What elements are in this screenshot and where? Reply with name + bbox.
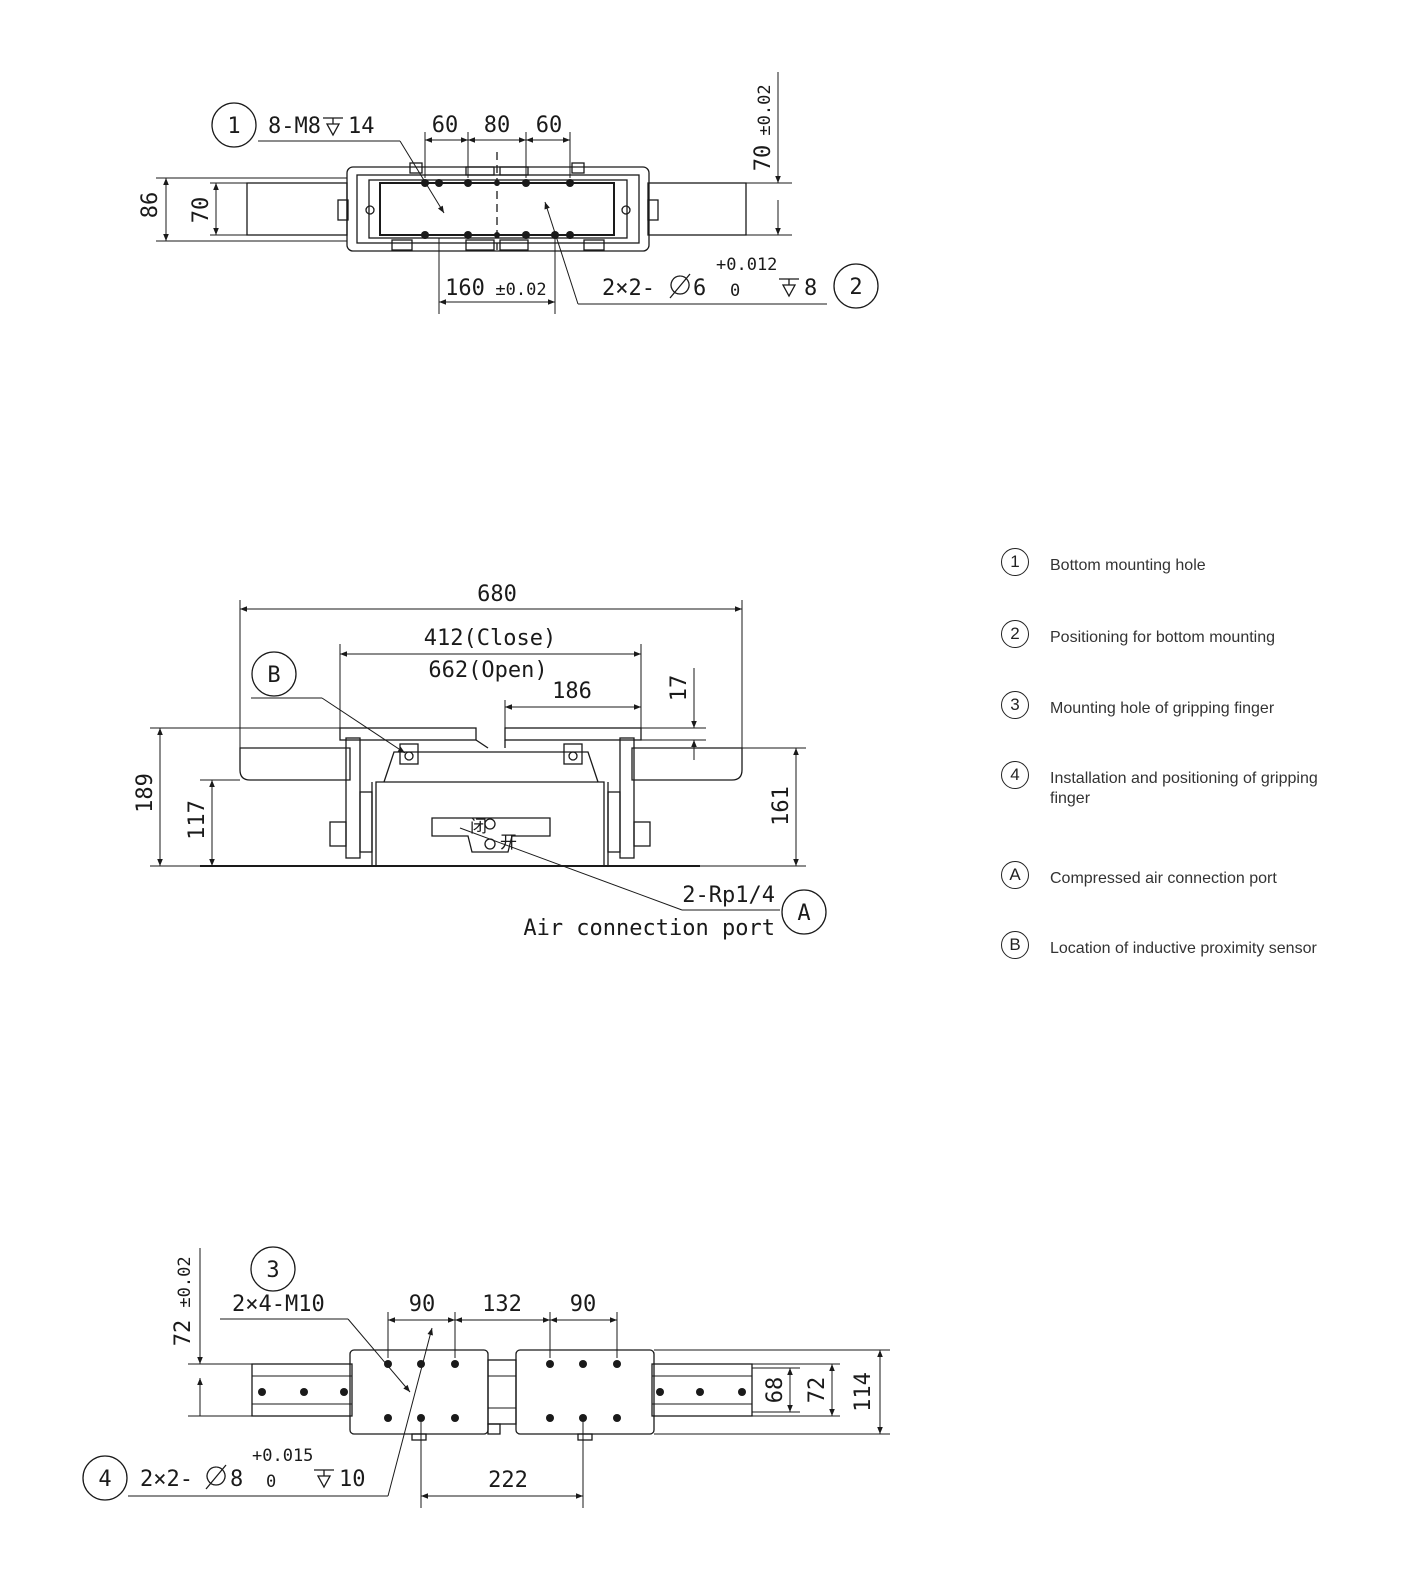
dim-160: 160 (445, 276, 485, 301)
port-char-close: 闭 (470, 817, 487, 837)
dim-close: 412(Close) (424, 626, 556, 651)
top-view: 1 8-M8 14 60 80 60 86 70 70 ±0.02 (138, 72, 879, 314)
top-pos-dia: 6 (693, 276, 706, 301)
legend-text: Compressed air connection port (1050, 870, 1277, 887)
dim-70-right: 70 (751, 145, 776, 172)
port-char-open: 开 (500, 833, 517, 853)
dim-90-right: 90 (570, 1292, 597, 1317)
bottom-pos-dia: 8 (230, 1467, 243, 1492)
dim-222: 222 (488, 1468, 528, 1493)
port-label: Air connection port (523, 916, 775, 941)
dim-114: 114 (851, 1372, 876, 1412)
depth-symbol (779, 278, 799, 298)
legend-marker: 1 (1001, 548, 1029, 576)
dim-90-left: 90 (409, 1292, 436, 1317)
front-view: 闭 开 680 412(Close) 662(Open) 186 17 189 … (133, 582, 827, 941)
top-pos-prefix: 2×2- (602, 276, 655, 301)
dim-680: 680 (477, 582, 517, 607)
callout-4-marker: 4 (98, 1467, 111, 1492)
dim-86: 86 (138, 192, 163, 219)
legend-marker: A (1001, 861, 1029, 889)
dim-17: 17 (667, 675, 692, 702)
dim-80: 80 (484, 113, 511, 138)
dim-70-right-tol: ±0.02 (755, 84, 775, 135)
bottom-hole-spec: 2×4-M10 (232, 1292, 325, 1317)
bottom-view: 90 132 90 3 2×4-M10 72 ±0.02 68 72 114 2… (82, 1246, 890, 1508)
dim-68: 68 (763, 1377, 788, 1404)
callout-2-marker: 2 (849, 275, 862, 300)
dim-60-left: 60 (432, 113, 459, 138)
legend-text: Installation and positioning of gripping… (1050, 770, 1318, 807)
legend-marker: B (1001, 931, 1029, 959)
dim-70-left: 70 (189, 197, 214, 224)
legend-text: Bottom mounting hole (1050, 557, 1206, 574)
port-spec: 2-Rp1/4 (682, 883, 775, 908)
top-hole-spec: 8-M8 (268, 114, 321, 139)
callout-1-marker: 1 (227, 114, 240, 139)
legend-marker: 2 (1001, 620, 1029, 648)
bottom-pos-tol-lower: 0 (266, 1472, 276, 1492)
bottom-pos-prefix: 2×2- (140, 1467, 193, 1492)
top-hole-depth: 14 (348, 114, 375, 139)
legend-text: Mounting hole of gripping finger (1050, 700, 1275, 717)
dim-160-tol: ±0.02 (495, 280, 546, 300)
callout-a-marker: A (797, 901, 810, 926)
dim-72-left-tol: ±0.02 (175, 1256, 195, 1307)
legend-text: Location of inductive proximity sensor (1050, 940, 1317, 957)
dim-161: 161 (769, 786, 794, 826)
legend-text: Positioning for bottom mounting (1050, 629, 1276, 646)
legend-marker: 3 (1001, 691, 1029, 719)
top-pos-tol-lower: 0 (730, 281, 740, 301)
bottom-pos-depth: 10 (339, 1467, 366, 1492)
diameter-symbol (205, 1464, 227, 1490)
dim-132: 132 (482, 1292, 522, 1317)
dim-open: 662(Open) (428, 658, 547, 683)
legend-marker: 4 (1001, 761, 1029, 789)
dim-117: 117 (185, 800, 210, 840)
depth-symbol (323, 117, 343, 137)
depth-symbol (314, 1469, 334, 1489)
dim-72-right: 72 (805, 1377, 830, 1404)
diameter-symbol (669, 273, 691, 299)
callout-3-marker: 3 (266, 1258, 279, 1283)
bottom-pos-tol-upper: +0.015 (252, 1446, 313, 1466)
dim-186: 186 (552, 679, 592, 704)
dim-60-right: 60 (536, 113, 563, 138)
callout-b-marker: B (267, 663, 280, 688)
top-pos-depth: 8 (804, 276, 817, 301)
top-pos-tol-upper: +0.012 (716, 255, 777, 275)
dim-189: 189 (133, 773, 158, 813)
dim-72-left: 72 (171, 1320, 196, 1347)
